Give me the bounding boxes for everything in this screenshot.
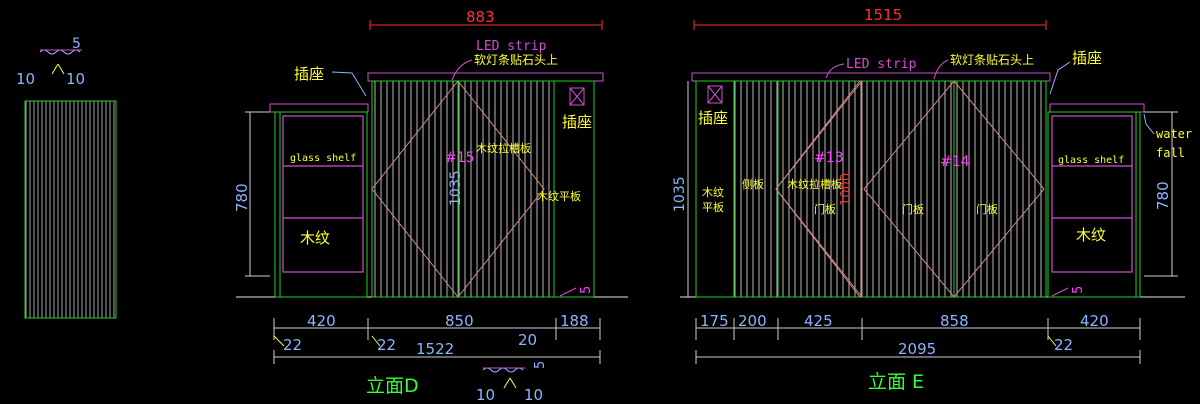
dim-e-858: 858 — [940, 312, 969, 330]
socket-box-e — [707, 85, 723, 104]
dim-e-175: 175 — [700, 312, 729, 330]
door-diagonal-d — [371, 80, 545, 298]
shelf-box-d — [282, 115, 364, 273]
right-cabinet-e — [1047, 111, 1141, 298]
dim-e-22: 22 — [1054, 336, 1073, 354]
dim-d-22-mid: 22 — [377, 336, 396, 354]
wood-label-d: 木纹 — [300, 229, 330, 247]
detail-bottom-left-dim: 10 — [476, 386, 495, 404]
left-cabinet-d — [274, 111, 368, 298]
grooved-panel-label-d: 木纹拉槽板 — [476, 141, 531, 155]
top-counter-d — [367, 72, 604, 82]
flat-panel-d — [553, 80, 595, 298]
led-strip-label-d: LED strip — [476, 39, 547, 54]
detail-left-left-dim: 10 — [16, 70, 35, 88]
panel-height-e: 1000 — [839, 173, 854, 206]
led-strip-label-e: LED strip — [846, 57, 917, 72]
height-right-e: 780 — [1154, 181, 1172, 210]
flat-label-e-1: 木纹 — [702, 185, 724, 199]
socket-box-d — [569, 87, 585, 106]
socket-label-right-d: 插座 — [562, 113, 592, 131]
socket-label-right-e: 插座 — [1072, 49, 1102, 67]
grooved-panel-label-e: 木纹拉槽板 — [787, 177, 842, 191]
door-diagonal-e-2 — [863, 80, 1045, 298]
panel-code-e-1: #13 — [814, 150, 844, 166]
panel-code-e-2: #14 — [940, 154, 970, 170]
dim-e-420: 420 — [1080, 312, 1109, 330]
groove-sample-panel — [24, 100, 117, 319]
waterfall-label-2: fall — [1156, 146, 1185, 160]
led-note-e: 软灯条贴石头上 — [950, 53, 1034, 67]
base-dim-e: 5 — [1071, 286, 1086, 294]
total-dim-d: 1522 — [416, 340, 454, 358]
elevation-d: glass shelf 木纹 883 LED strip 软灯条贴石头上 插座 … — [233, 8, 628, 397]
dim-d-850: 850 — [445, 312, 474, 330]
socket-label-left-d: 插座 — [294, 65, 324, 83]
detail-bottom-top-dim: 5 — [533, 361, 548, 369]
door-label-e-2: 门板 — [902, 202, 924, 216]
flat-panel-label-d: 木纹平板 — [537, 189, 581, 203]
door-label-e-3: 门板 — [976, 202, 998, 216]
elevation-d-title: 立面D — [366, 375, 419, 397]
side-panel-label-e: 侧板 — [742, 177, 764, 191]
total-dim-e: 2095 — [898, 340, 936, 358]
dim-d-20: 20 — [518, 331, 537, 349]
elevation-e: glass shelf 木纹 1515 LED strip 软灯条贴石头上 插座… — [672, 6, 1192, 393]
socket-label-left-e: 插座 — [698, 109, 728, 127]
dim-d-22-left: 22 — [283, 336, 302, 354]
base-dim-d: 5 — [579, 286, 594, 294]
wood-label-e: 木纹 — [1076, 226, 1106, 244]
dim-d-420: 420 — [307, 312, 336, 330]
detail-left: 5 10 10 — [16, 36, 117, 319]
glass-shelf-label-d: glass shelf — [290, 153, 356, 164]
glass-shelf-label-e: glass shelf — [1058, 155, 1124, 166]
detail-left-top-dim: 5 — [72, 36, 81, 52]
detail-bottom-right-dim: 10 — [524, 386, 543, 404]
height-left-d: 780 — [233, 183, 251, 212]
grooved-panel-e — [733, 80, 1047, 298]
detail-left-right-dim: 10 — [66, 70, 85, 88]
grooved-panel-d — [371, 80, 555, 298]
dim-e-425: 425 — [804, 312, 833, 330]
door-diagonal-e-1 — [775, 80, 863, 298]
panel-height-d: 1035 — [448, 170, 464, 206]
flat-label-e-2: 平板 — [702, 200, 724, 214]
elevation-e-title: 立面 E — [868, 371, 924, 393]
shelf-box-e — [1051, 115, 1133, 273]
dim-d-188: 188 — [560, 312, 589, 330]
top-dim-d: 883 — [466, 8, 495, 26]
led-note-d: 软灯条贴石头上 — [474, 53, 558, 67]
panel-code-d: #15 — [445, 150, 475, 166]
door-label-e-1: 门板 — [814, 202, 836, 216]
height-left-e: 1035 — [672, 176, 688, 212]
detail-bottom: 5 10 10 — [476, 361, 548, 404]
top-counter-e — [691, 72, 1051, 82]
top-dim-e: 1515 — [864, 6, 902, 24]
waterfall-label-1: water — [1156, 127, 1192, 141]
dim-e-200: 200 — [738, 312, 767, 330]
